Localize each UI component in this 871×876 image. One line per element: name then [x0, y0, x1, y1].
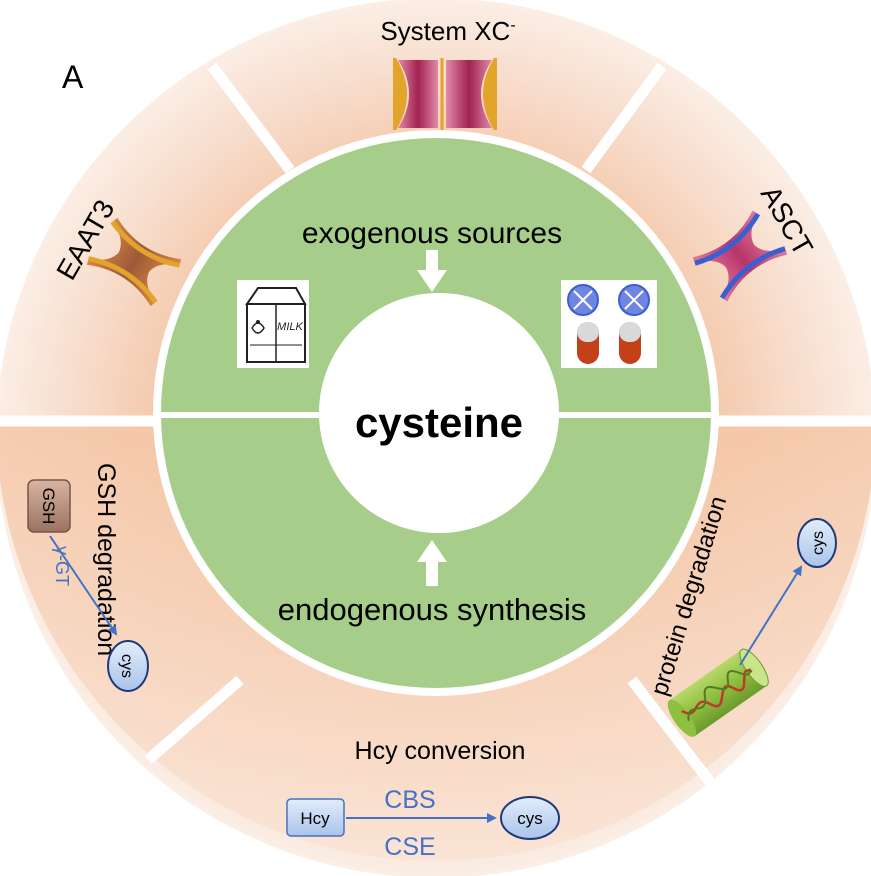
milk-label: MILK	[277, 321, 303, 333]
center-circle	[319, 293, 559, 533]
hcy-substrate: Hcy	[300, 809, 330, 828]
asct-transporter-icon	[692, 210, 788, 302]
gsh-product-ellipse	[107, 640, 149, 692]
hcy-box	[286, 798, 345, 837]
protein-product: cys	[810, 531, 827, 555]
pills-icon	[561, 280, 657, 368]
gsh-degradation-segment: GSH degradation GSH γ-GT cys	[27, 463, 149, 692]
gsh-box	[27, 479, 71, 533]
center-label: cysteine	[355, 399, 523, 446]
gsh-enzyme: γ-GT	[52, 546, 72, 586]
endogenous-synthesis-label: endogenous synthesis	[278, 592, 587, 627]
gsh-substrate: GSH	[39, 488, 58, 525]
exogenous-sources-label: exogenous sources	[302, 217, 562, 250]
protein-product-ellipse	[797, 518, 837, 568]
milk-carton-icon: MILK	[237, 280, 309, 368]
system-xc-transporter-icon	[393, 58, 497, 130]
hcy-enzyme-cbs: CBS	[384, 786, 435, 814]
protein-arrow	[739, 565, 803, 666]
system-xc-segment: System XC-	[380, 16, 516, 130]
gsh-product: cys	[118, 654, 135, 678]
system-xc-superscript: -	[510, 17, 515, 34]
system-xc-label: System XC-	[380, 16, 515, 46]
gsh-arrow	[49, 535, 118, 636]
gsh-degradation-label: GSH degradation	[92, 463, 120, 656]
down-arrow-icon	[417, 250, 447, 292]
segment-separators	[0, 62, 871, 794]
hcy-enzyme-cse: CSE	[384, 833, 435, 861]
protein-cylinder-icon	[667, 648, 769, 737]
panel-label: A	[62, 59, 84, 95]
up-arrow-icon	[417, 540, 447, 586]
hcy-conversion-label: Hcy conversion	[355, 737, 526, 765]
hcy-product: cys	[517, 809, 543, 828]
eaat3-transporter-icon	[86, 217, 182, 307]
hcy-conversion-segment: Hcy conversion Hcy CBS CSE cys	[286, 737, 560, 861]
hcy-product-ellipse	[500, 796, 560, 840]
